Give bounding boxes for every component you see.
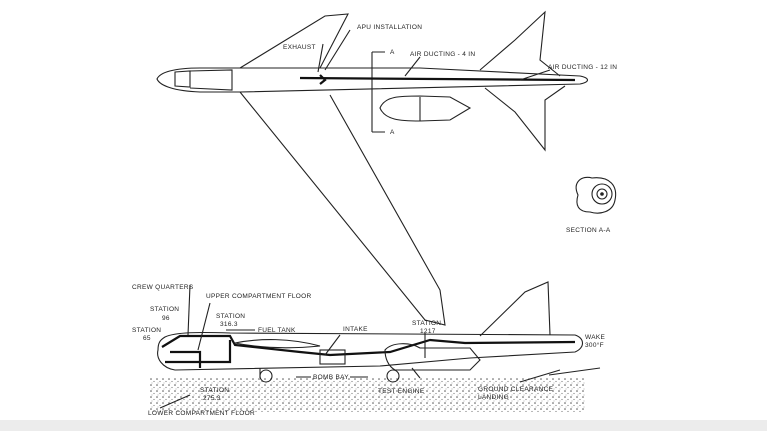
bottom-band bbox=[0, 420, 767, 431]
side-tail bbox=[479, 281, 551, 337]
side-wing bbox=[234, 339, 321, 349]
station-316-value: 316.3 bbox=[220, 321, 238, 328]
air-ducting-12in-label: AIR DUCTING - 12 IN bbox=[548, 64, 617, 71]
bomb-bay-label: BOMB BAY bbox=[313, 374, 349, 381]
station-65-value: 65 bbox=[143, 335, 151, 342]
section-a-a: SECTION A-A bbox=[566, 176, 617, 234]
intake-label: INTAKE bbox=[343, 326, 368, 333]
plan-fuselage bbox=[156, 67, 589, 93]
station-96-label: STATION bbox=[150, 306, 179, 313]
station-65-label: STATION bbox=[132, 327, 161, 334]
plan-tail-upper bbox=[479, 10, 561, 77]
plan-wing-lower bbox=[239, 91, 446, 326]
engine-pod bbox=[379, 95, 472, 122]
ground bbox=[150, 378, 585, 412]
plan-tail-lower bbox=[484, 85, 566, 152]
apu-installation-label: APU INSTALLATION bbox=[357, 24, 422, 31]
crew-quarters-label: CREW QUARTERS bbox=[132, 284, 194, 291]
section-mark-top: A bbox=[390, 49, 395, 56]
station-96-value: 96 bbox=[162, 315, 170, 322]
upper-compartment-floor-label: UPPER COMPARTMENT FLOOR bbox=[206, 293, 312, 300]
plan-view: EXHAUST APU INSTALLATION AIR DUCTING - 4… bbox=[156, 10, 617, 326]
air-ducting-4in-label: AIR DUCTING - 4 IN bbox=[410, 51, 475, 58]
test-engine-label: TEST ENGINE bbox=[378, 388, 425, 395]
wake-label: WAKE bbox=[585, 334, 605, 341]
ground-clearance-label: GROUND CLEARANCE bbox=[478, 386, 554, 393]
station-275-value: 275.3 bbox=[203, 395, 221, 402]
exhaust-label: EXHAUST bbox=[283, 44, 316, 51]
station-1217-label: STATION bbox=[412, 320, 441, 327]
wake-temp-label: 300°F bbox=[585, 341, 604, 349]
side-fuselage bbox=[157, 331, 584, 371]
side-view: CREW QUARTERS UPPER COMPARTMENT FLOOR ST… bbox=[132, 281, 605, 417]
lower-compartment-floor-label: LOWER COMPARTMENT FLOOR bbox=[148, 410, 255, 417]
plan-wing-upper bbox=[239, 13, 349, 69]
station-316-label: STATION bbox=[216, 313, 245, 320]
station-275-label: STATION bbox=[200, 387, 229, 394]
station-1217-value: 1217 bbox=[420, 328, 436, 335]
section-mark-bottom: A bbox=[390, 129, 395, 136]
fuel-tank-label: FUEL TANK bbox=[258, 327, 296, 334]
section-a-a-label: SECTION A-A bbox=[566, 227, 611, 234]
landing-label: LANDING bbox=[478, 394, 509, 401]
